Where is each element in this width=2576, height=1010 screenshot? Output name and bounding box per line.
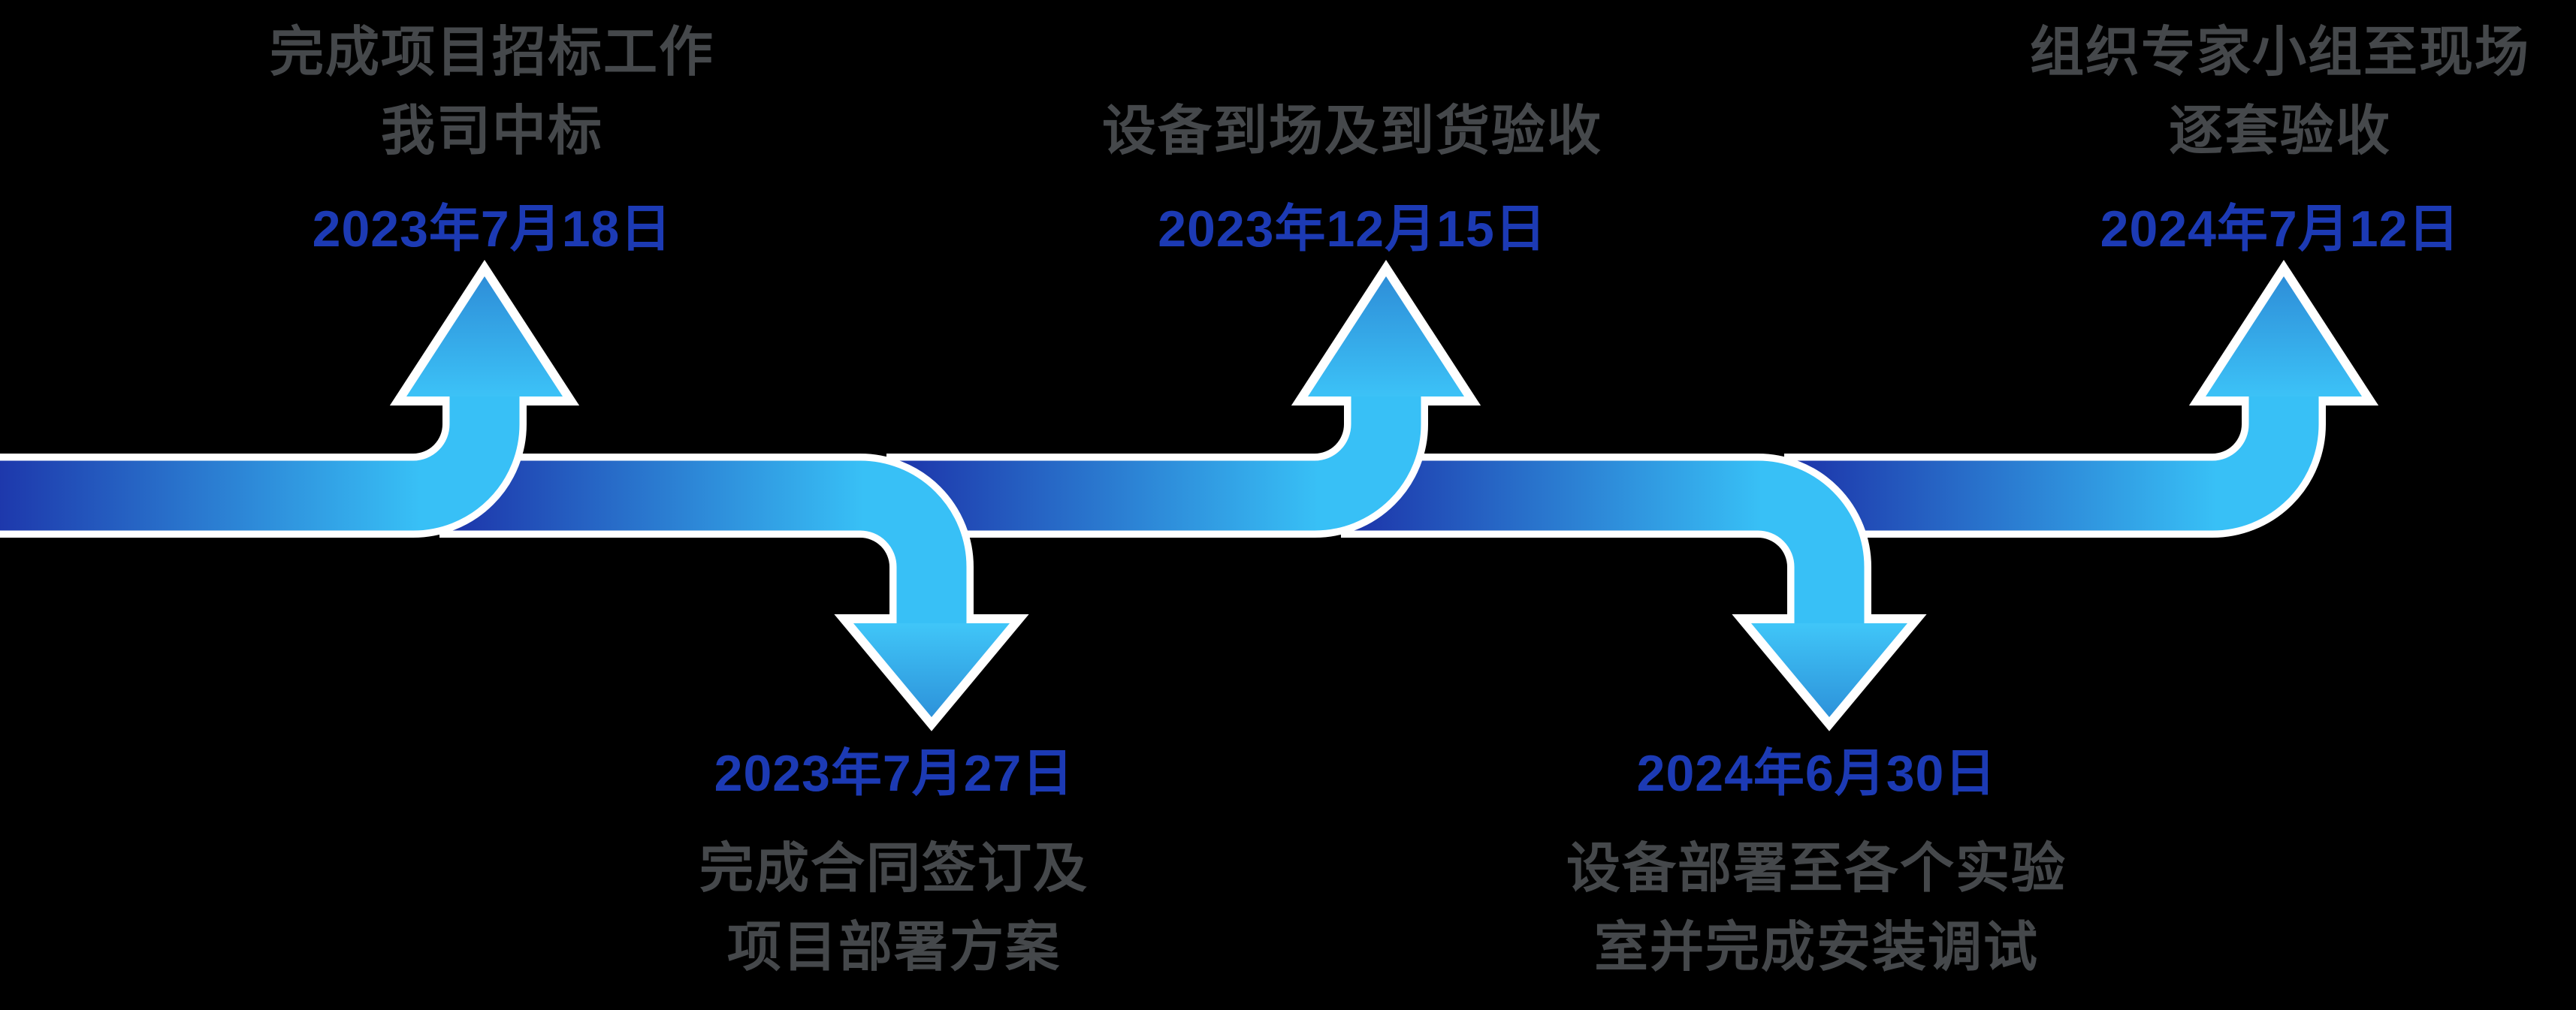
- ribbon-segment-down-2: [1341, 454, 1927, 731]
- milestone-title-line: 完成项目招标工作: [269, 23, 714, 83]
- ribbon-segment-up-2: [886, 259, 1481, 538]
- milestone-title: 组织专家小组至现场 逐套验收: [2030, 14, 2530, 171]
- milestone-title-line: 项目部署方案: [726, 918, 1061, 978]
- milestone-4-block: 2024年6月30日 设备部署至各个实验 室并完成安装调试: [1471, 747, 2162, 987]
- milestone-title: 完成项目招标工作 我司中标: [270, 14, 714, 171]
- up-arrow-head: [1308, 276, 1464, 396]
- milestone-title-line: 室并完成安装调试: [1593, 918, 2039, 978]
- up-arrow-head: [2206, 276, 2362, 396]
- milestone-date: 2024年6月30日: [1636, 745, 1997, 802]
- milestone-title: 完成合同签订及 项目部署方案: [699, 830, 1089, 987]
- milestone-title: 设备部署至各个实验 室并完成安装调试: [1566, 830, 2067, 987]
- down-arrow-head: [853, 623, 1010, 717]
- milestone-title-line: 设备部署至各个实验: [1566, 839, 2067, 899]
- milestone-date: 2023年12月15日: [1158, 200, 1547, 258]
- milestone-title-line: 组织专家小组至现场: [2029, 23, 2530, 83]
- milestone-3-block: 设备到场及到货验收 2023年12月15日: [1007, 0, 1698, 255]
- up-arrow-head: [406, 276, 563, 396]
- milestone-title-line: 设备到场及到货验收: [1101, 101, 1602, 161]
- milestone-date: 2024年7月12日: [2100, 200, 2460, 258]
- milestone-title-line: 逐套验收: [2168, 101, 2391, 161]
- milestone-title: 设备到场及到货验收: [1102, 92, 1602, 171]
- milestone-2-block: 2023年7月27日 完成合同签订及 项目部署方案: [548, 747, 1240, 987]
- milestone-5-block: 组织专家小组至现场 逐套验收 2024年7月12日: [1934, 0, 2576, 255]
- down-arrow-head: [1751, 623, 1907, 717]
- milestone-date: 2023年7月18日: [312, 200, 672, 258]
- ribbon-segment-down-1: [439, 454, 1029, 731]
- ribbon-segment-up-1: [0, 259, 580, 538]
- ribbon-segment-up-3: [1784, 259, 2379, 538]
- milestone-title-line: 完成合同签订及: [699, 839, 1089, 899]
- milestone-date: 2023年7月27日: [714, 745, 1074, 802]
- milestone-title-line: 我司中标: [380, 101, 603, 161]
- milestone-1-block: 完成项目招标工作 我司中标 2023年7月18日: [146, 0, 838, 255]
